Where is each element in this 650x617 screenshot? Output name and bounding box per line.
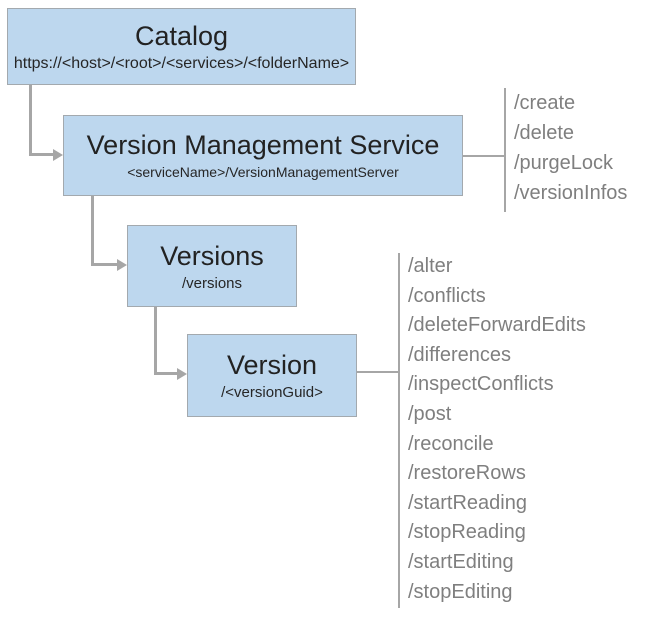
node-version-subtitle: /<versionGuid> — [221, 384, 323, 401]
operation-item: /stopReading — [408, 521, 526, 544]
node-catalog: Catalog https://<host>/<root>/<services>… — [7, 8, 356, 85]
operation-item: /reconcile — [408, 432, 494, 455]
connector-catalog-service-horizontal — [29, 153, 54, 156]
node-versions-title: Versions — [160, 240, 264, 271]
node-catalog-title: Catalog — [134, 21, 229, 51]
operation-item: /differences — [408, 343, 512, 366]
operation-item: /inspectConflicts — [408, 373, 554, 396]
operations-list-service: /create /delete /purgeLock /versionInfos — [514, 88, 627, 208]
node-version-title: Version — [226, 350, 318, 380]
connector-catalog-service-vertical — [29, 85, 32, 156]
operation-item: /post — [408, 402, 452, 425]
node-catalog-subtitle: https://<host>/<root>/<services>/<folder… — [13, 55, 350, 72]
operation-item: /create — [514, 92, 576, 114]
connector-service-versions-vertical — [91, 196, 94, 266]
operation-item: /versionInfos — [514, 182, 628, 204]
connector-version-operations-stub — [357, 371, 398, 373]
node-versions: Versions /versions — [127, 225, 297, 307]
node-version: Version /<versionGuid> — [187, 334, 357, 417]
node-service-title: Version Management Service — [86, 130, 440, 160]
operation-item: /startEditing — [408, 550, 514, 573]
node-versions-subtitle: /versions — [181, 274, 243, 292]
node-service-subtitle: <serviceName>/VersionManagementServer — [127, 164, 399, 180]
operation-item: /purgeLock — [514, 152, 613, 174]
arrowhead-icon — [117, 259, 127, 271]
operations-list-version: /alter /conflicts /deleteForwardEdits /d… — [408, 252, 586, 607]
operation-item: /conflicts — [408, 284, 486, 307]
node-version-management-service: Version Management Service <serviceName>… — [63, 115, 463, 196]
connector-versions-version-horizontal — [154, 372, 178, 375]
operations-rule-service — [504, 88, 506, 212]
operation-item: /deleteForwardEdits — [408, 314, 586, 337]
connector-service-operations-stub — [463, 155, 504, 157]
connector-versions-version-vertical — [154, 307, 157, 375]
operation-item: /delete — [514, 122, 575, 144]
arrowhead-icon — [177, 368, 187, 380]
connector-service-versions-horizontal — [91, 263, 118, 266]
operation-item: /stopEditing — [408, 580, 513, 603]
arrowhead-icon — [53, 149, 63, 161]
operation-item: /restoreRows — [408, 462, 526, 485]
operation-item: /alter — [408, 255, 453, 277]
operations-rule-version — [398, 253, 400, 608]
operation-item: /startReading — [408, 491, 527, 514]
